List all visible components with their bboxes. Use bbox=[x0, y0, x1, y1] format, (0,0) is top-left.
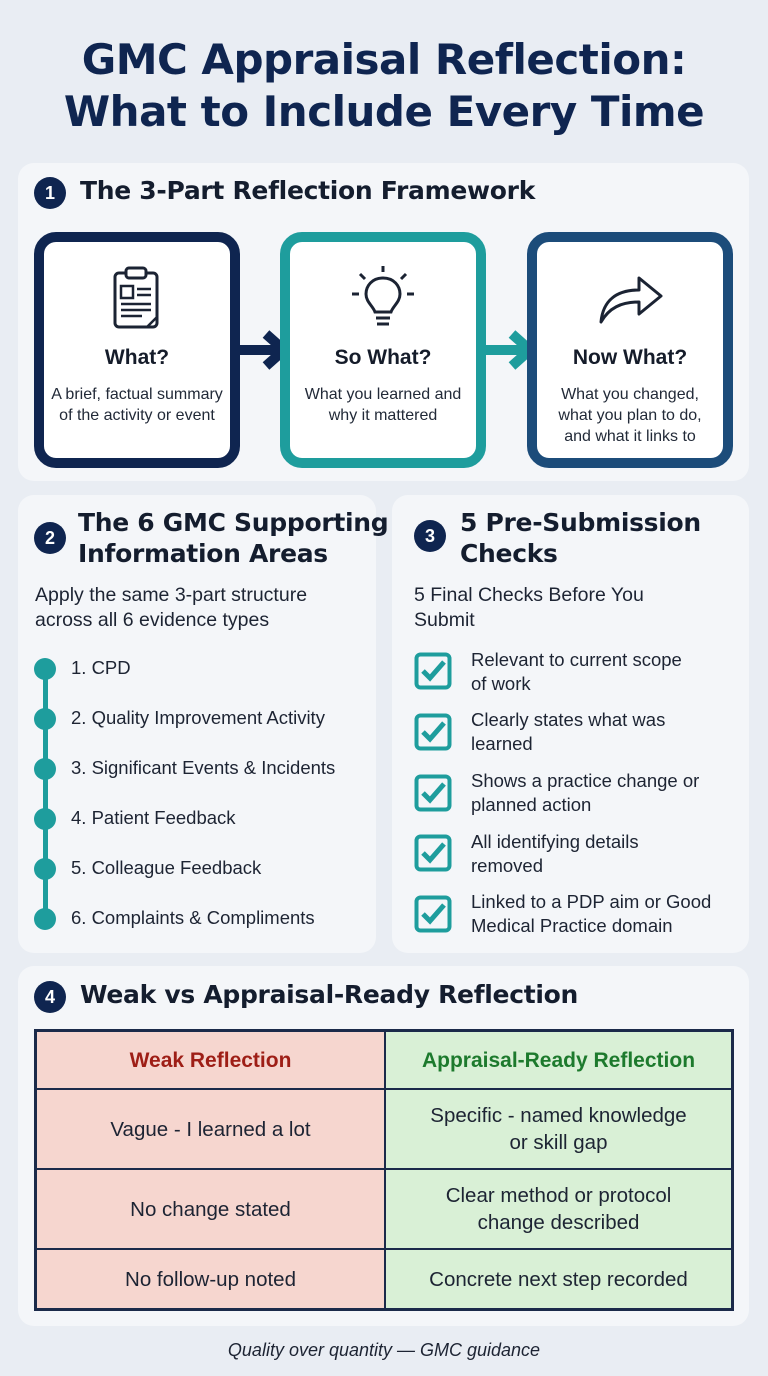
so-what-box: So What? What you learned and why it mat… bbox=[280, 232, 486, 468]
comparison-table: Weak Reflection Appraisal-Ready Reflecti… bbox=[34, 1029, 734, 1311]
section-number-2: 2 bbox=[34, 522, 66, 554]
check-item-line1: Relevant to current scope bbox=[471, 649, 682, 670]
weak-cell: No change stated bbox=[36, 1169, 385, 1249]
timeline-dot bbox=[34, 908, 56, 930]
lightbulb-icon bbox=[352, 266, 414, 326]
checks-subtitle-line1: 5 Final Checks Before You bbox=[414, 584, 644, 606]
areas-title-line2: Information Areas bbox=[78, 539, 328, 568]
ready-cell-line1: Clear method or protocol bbox=[445, 1184, 672, 1207]
what-description: A brief, factual summary of the activity… bbox=[51, 386, 223, 424]
ready-cell: Clear method or protocol change describe… bbox=[385, 1169, 732, 1249]
page-title: GMC Appraisal Reflection: What to Includ… bbox=[0, 34, 768, 138]
areas-subtitle-line1: Apply the same 3-part structure bbox=[35, 584, 308, 606]
areas-subtitle-line2: across all 6 evidence types bbox=[35, 609, 270, 631]
checkbox-checked-icon bbox=[414, 774, 452, 812]
ready-cell-line1: Specific - named knowledge bbox=[430, 1104, 687, 1127]
weak-cell: Vague - I learned a lot bbox=[36, 1089, 385, 1169]
timeline-dot bbox=[34, 858, 56, 880]
footer-note: Quality over quantity — GMC guidance bbox=[227, 1340, 541, 1360]
ready-cell: Concrete next step recorded bbox=[385, 1249, 732, 1309]
what-heading: What? bbox=[104, 346, 170, 369]
area-item: 5. Colleague Feedback bbox=[71, 857, 262, 878]
section-number-1: 1 bbox=[34, 177, 66, 209]
checkbox-checked-icon bbox=[414, 652, 452, 690]
checkbox-checked-icon bbox=[414, 895, 452, 933]
check-item-line1: Linked to a PDP aim or Good bbox=[471, 891, 712, 912]
check-item: Linked to a PDP aim or Good Medical Prac… bbox=[471, 890, 741, 938]
weak-cell: No follow-up noted bbox=[36, 1249, 385, 1309]
timeline-dot bbox=[34, 758, 56, 780]
check-item-line1: Clearly states what was bbox=[471, 709, 666, 730]
timeline-dot bbox=[34, 708, 56, 730]
area-item: 3. Significant Events & Incidents bbox=[71, 757, 336, 778]
forward-arrow-icon bbox=[599, 276, 663, 324]
section-number-4: 4 bbox=[34, 981, 66, 1013]
area-item: 1. CPD bbox=[71, 657, 131, 678]
check-item: Shows a practice change or planned actio… bbox=[471, 769, 741, 817]
what-box: What? A brief, factual summary of the ac… bbox=[34, 232, 240, 468]
checkbox-checked-icon bbox=[414, 834, 452, 872]
clipboard-icon bbox=[113, 266, 159, 329]
area-item: 2. Quality Improvement Activity bbox=[71, 707, 325, 728]
timeline-dot bbox=[34, 808, 56, 830]
ready-header: Appraisal-Ready Reflection bbox=[385, 1031, 732, 1089]
area-item: 6. Complaints & Compliments bbox=[71, 907, 315, 928]
ready-cell: Specific - named knowledge or skill gap bbox=[385, 1089, 732, 1169]
areas-subtitle: Apply the same 3-part structure across a… bbox=[35, 583, 307, 633]
check-item-line2: planned action bbox=[471, 794, 592, 815]
checks-title-line2: Checks bbox=[460, 539, 558, 568]
area-item: 4. Patient Feedback bbox=[71, 807, 236, 828]
ready-cell-line1: Concrete next step recorded bbox=[429, 1267, 688, 1291]
check-item-line2: of work bbox=[471, 673, 531, 694]
page-title-line1: GMC Appraisal Reflection: bbox=[81, 35, 687, 84]
checks-subtitle: 5 Final Checks Before You Submit bbox=[414, 583, 644, 633]
checks-title: 5 Pre-Submission Checks bbox=[460, 507, 701, 569]
checks-subtitle-line2: Submit bbox=[414, 609, 475, 631]
now-what-heading: Now What? bbox=[572, 346, 688, 369]
check-item-line2: removed bbox=[471, 855, 543, 876]
check-item-line2: Medical Practice domain bbox=[471, 915, 673, 936]
checkbox-checked-icon bbox=[414, 713, 452, 751]
section-number-3: 3 bbox=[414, 520, 446, 552]
check-item: Relevant to current scope of work bbox=[471, 648, 741, 696]
so-what-heading: So What? bbox=[334, 346, 432, 369]
page-title-line2: What to Include Every Time bbox=[63, 87, 705, 136]
check-item-line2: learned bbox=[471, 733, 533, 754]
ready-cell-line2: or skill gap bbox=[509, 1131, 608, 1154]
timeline-line bbox=[43, 668, 48, 920]
check-item-line1: All identifying details bbox=[471, 831, 639, 852]
framework-title: The 3-Part Reflection Framework bbox=[80, 176, 536, 205]
ready-cell-line2: change described bbox=[477, 1211, 640, 1234]
so-what-description: What you learned and why it mattered bbox=[304, 386, 462, 424]
areas-title: The 6 GMC Supporting Information Areas bbox=[78, 507, 389, 569]
check-item-line1: Shows a practice change or bbox=[471, 770, 700, 791]
comparison-title: Weak vs Appraisal-Ready Reflection bbox=[80, 980, 579, 1009]
check-item: Clearly states what was learned bbox=[471, 708, 741, 756]
now-what-box: Now What? What you changed, what you pla… bbox=[527, 232, 733, 468]
check-item: All identifying details removed bbox=[471, 830, 741, 878]
weak-header: Weak Reflection bbox=[36, 1031, 385, 1089]
now-what-description: What you changed, what you plan to do, a… bbox=[558, 386, 702, 445]
areas-card bbox=[18, 495, 376, 953]
timeline-dot bbox=[34, 658, 56, 680]
areas-title-line1: The 6 GMC Supporting bbox=[78, 508, 389, 537]
checks-title-line1: 5 Pre-Submission bbox=[460, 508, 701, 537]
